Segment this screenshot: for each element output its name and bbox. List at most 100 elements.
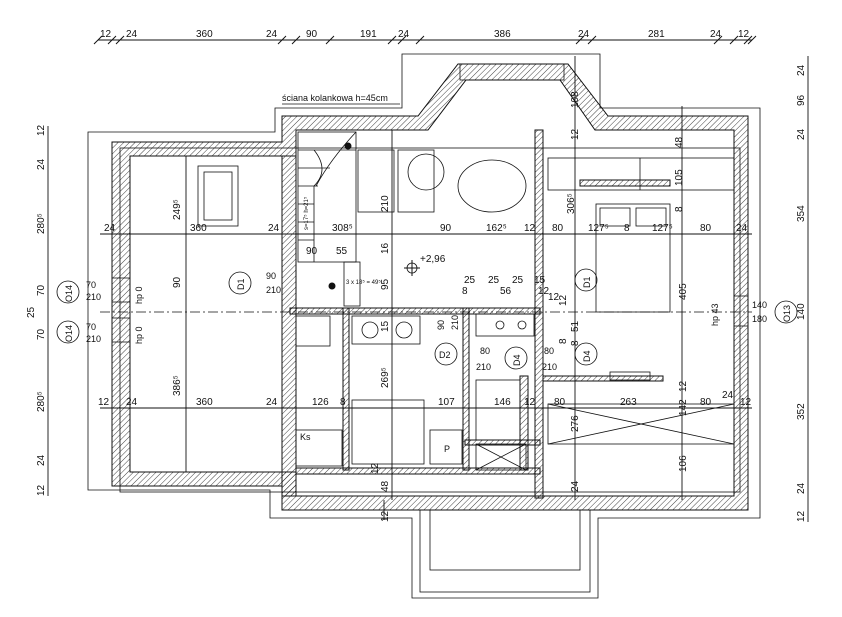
- window-tag-o13: O13: [782, 305, 792, 322]
- inner-dim: 24: [266, 397, 278, 408]
- misc-dim: 80: [544, 346, 554, 356]
- misc-dim: 210: [266, 285, 281, 295]
- inner-dim: 162⁵: [486, 223, 507, 234]
- v-dim: 24: [570, 480, 581, 492]
- top-dim: 281: [648, 29, 665, 40]
- left-dim: 70: [36, 284, 47, 296]
- v-dim: 48: [674, 136, 685, 148]
- misc-dim: 210: [86, 334, 101, 344]
- p-label: P: [444, 444, 450, 454]
- top-dim: 24: [266, 29, 278, 40]
- misc-dim: 51: [570, 320, 581, 332]
- level-value: +2,96: [420, 254, 446, 265]
- inner-dim: 12: [98, 397, 110, 408]
- dimension-tick: [115, 35, 125, 45]
- misc-dim: 180: [752, 314, 767, 324]
- inner-dim: 127⁵: [652, 223, 673, 234]
- top-dim: 12: [738, 29, 750, 40]
- right-dim: 24: [796, 64, 807, 76]
- door-tag-d4: D4: [512, 354, 522, 366]
- left-dim: 24: [36, 158, 47, 170]
- dimension-tick: [325, 35, 335, 45]
- misc-dim: 12: [548, 292, 560, 303]
- misc-dim: 210: [450, 315, 460, 330]
- v-dim: 108: [570, 91, 581, 108]
- misc-dim: 56: [500, 286, 512, 297]
- knee-wall-note: ściana kolankowa h=45cm: [282, 93, 388, 103]
- inner-dim: 126: [312, 397, 329, 408]
- v-dim: 48: [380, 480, 391, 492]
- misc-dim: 90: [436, 320, 446, 330]
- misc-dim: 12: [558, 294, 569, 306]
- inner-dim: 80: [552, 223, 564, 234]
- v-dim: 15: [380, 320, 391, 332]
- hp-label: hp 0: [134, 326, 144, 344]
- inner-dim: 80: [554, 397, 566, 408]
- window-tag-o14-b: O14: [64, 325, 74, 342]
- misc-dim: 90: [306, 246, 318, 257]
- inner-dim: 90: [440, 223, 452, 234]
- misc-dim: 24: [722, 390, 734, 401]
- right-dim: 354: [796, 205, 807, 222]
- dimension-tick: [587, 35, 597, 45]
- inner-dim: 24: [268, 223, 280, 234]
- inner-dim: 8: [624, 223, 630, 234]
- v-dim: 249⁵: [172, 199, 183, 220]
- inner-dim: 308⁵: [332, 223, 353, 234]
- door-tag-d4-b: D4: [582, 350, 592, 362]
- misc-dim: 8: [462, 286, 468, 297]
- misc-dim: 55: [336, 246, 348, 257]
- left-dimensions: 24 12 280⁵ 24 70 70 25 280⁵ 12: [26, 124, 47, 496]
- dimension-tick: [291, 35, 301, 45]
- roof-outline: [87, 53, 761, 599]
- misc-dim: 70: [86, 322, 96, 332]
- v-dim: 386⁵: [172, 375, 183, 396]
- top-dim: 191: [360, 29, 377, 40]
- misc-dim: 25: [512, 275, 524, 286]
- right-dim: 96: [796, 94, 807, 106]
- v-dim: 16: [380, 242, 391, 254]
- dimension-tick: [743, 35, 753, 45]
- v-dim: 142: [678, 399, 689, 416]
- inner-dimensions-row2: 12 24 360 24 126 8 107 146 12 80 263 80 …: [98, 397, 752, 408]
- right-dim: 352: [796, 403, 807, 420]
- top-dim: 24: [578, 29, 590, 40]
- dimension-tick: [277, 35, 287, 45]
- inner-dim: 263: [620, 397, 637, 408]
- v-dim: 269⁵: [380, 367, 391, 388]
- misc-dim: 90: [266, 271, 276, 281]
- inner-dim: 24: [104, 223, 116, 234]
- misc-dim: 25: [464, 275, 476, 286]
- right-dim: 24: [796, 128, 807, 140]
- inner-dim: 360: [190, 223, 207, 234]
- top-dim: 386: [494, 29, 511, 40]
- top-dim: 24: [126, 29, 138, 40]
- misc-dim: 70: [86, 280, 96, 290]
- dimension-tick: [397, 35, 407, 45]
- misc-dim: 210: [542, 362, 557, 372]
- door-tag-d1: D1: [236, 278, 246, 290]
- left-dim: 25: [26, 306, 37, 318]
- inner-dim: 360: [196, 397, 213, 408]
- left-dim: 12: [36, 484, 47, 496]
- misc-dim: 8: [570, 340, 581, 346]
- left-dim: 12: [36, 124, 47, 136]
- top-dim: 12: [100, 29, 112, 40]
- top-dim: 24: [710, 29, 722, 40]
- hp-label: hp 0: [134, 286, 144, 304]
- stair-text: s=17⁵ h=21⁵: [303, 196, 310, 230]
- inner-dim: 107: [438, 397, 455, 408]
- stair-annotations: s=17⁵ h=21⁵ 3 x 18⁵ = 49⁵: [303, 196, 381, 286]
- v-dim: 90: [172, 276, 183, 288]
- dimension-tick: [107, 35, 117, 45]
- v-dim: 210: [380, 195, 391, 212]
- misc-dim: 306⁵: [566, 193, 577, 214]
- misc-dimensions: 90 55 90 210 25 25 25 15 8 56 12 12 80 2…: [86, 193, 767, 401]
- balcony: [419, 509, 591, 593]
- v-dim: 106: [678, 455, 689, 472]
- hp-label: hp 43: [710, 303, 720, 326]
- misc-dim: 80: [480, 346, 490, 356]
- v-dim: 8: [674, 206, 685, 212]
- v-dim: 12: [570, 128, 581, 140]
- misc-dim: 12: [678, 380, 689, 392]
